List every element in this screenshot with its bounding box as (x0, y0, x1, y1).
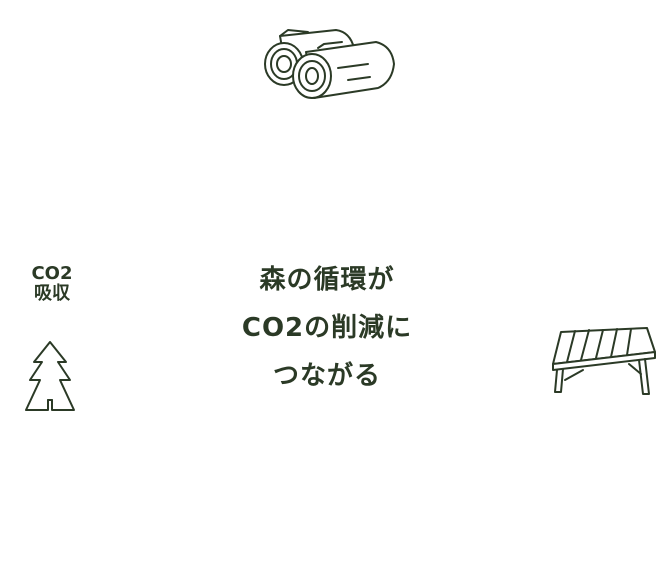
co2-label-line1: CO2 (31, 263, 73, 284)
tree-icon (25, 341, 75, 411)
center-message-line2: CO2の削減に (241, 313, 413, 343)
logs-icon (264, 29, 395, 99)
table-icon (552, 327, 656, 395)
center-message-line1: 森の循環が (259, 265, 395, 295)
center-message: 森の循環が CO2の削減に つながる (200, 256, 454, 400)
co2-absorption-label: CO2 吸収 (16, 264, 88, 304)
co2-label-line2: 吸収 (34, 283, 70, 304)
center-message-line3: つながる (272, 361, 381, 391)
